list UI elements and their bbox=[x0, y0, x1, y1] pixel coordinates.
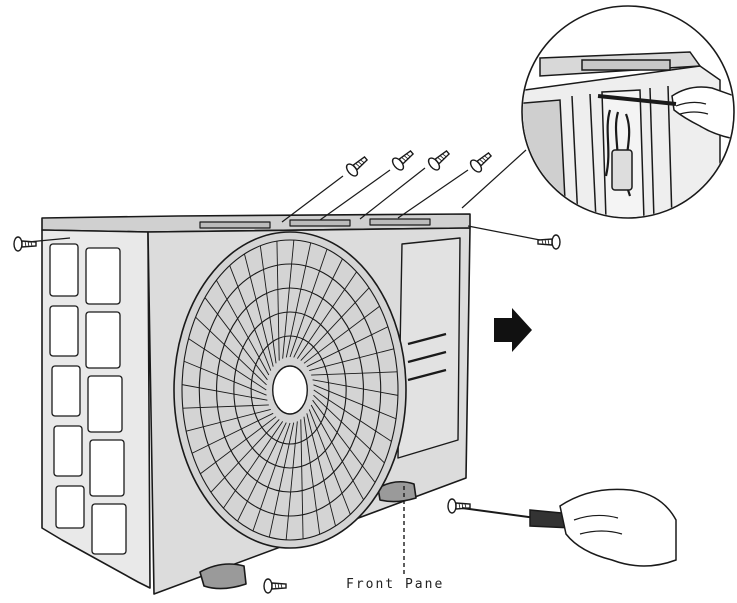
screw-icon bbox=[469, 151, 493, 173]
fan-guard-spoke bbox=[282, 240, 295, 359]
fan-guard-spoke bbox=[303, 416, 321, 535]
fan-guard-spoke bbox=[285, 421, 298, 540]
screw-icon bbox=[447, 498, 471, 514]
fan-guard-spoke bbox=[313, 384, 397, 420]
fan-guard-spoke bbox=[204, 297, 268, 381]
fan-guard-spoke bbox=[200, 416, 277, 475]
fan-guard-spoke bbox=[259, 245, 277, 364]
fan-guard-spoke bbox=[313, 389, 392, 442]
fan-guard bbox=[173, 231, 407, 549]
fan-guard-spoke bbox=[312, 399, 376, 483]
screwdriver-with-hand bbox=[461, 488, 677, 567]
fan-guard-spoke bbox=[300, 287, 370, 361]
fan-guard-spoke bbox=[303, 305, 380, 364]
fan-guard-spoke bbox=[308, 409, 351, 515]
fan-guard-spoke bbox=[312, 379, 399, 396]
fan-guard-spoke bbox=[244, 253, 274, 367]
fan-guard-spoke bbox=[182, 404, 269, 409]
screw-icon bbox=[427, 149, 451, 171]
front-panel-label: Front Pane bbox=[346, 577, 444, 592]
screw-icon bbox=[391, 149, 415, 171]
unit-foot-right bbox=[377, 480, 417, 503]
fan-guard-spoke bbox=[195, 316, 267, 386]
top-tabs bbox=[199, 218, 431, 229]
fan-guard-spoke bbox=[309, 348, 394, 372]
fan-guard-spoke bbox=[183, 360, 267, 396]
fan-guard-spoke bbox=[276, 241, 280, 361]
fan-guard-spoke bbox=[289, 248, 328, 358]
fan-guard-spoke bbox=[311, 371, 398, 376]
arrow-right-icon bbox=[494, 308, 532, 352]
fan-guard-spoke bbox=[306, 326, 389, 368]
fan-hub bbox=[272, 365, 308, 415]
fan-guard-spoke bbox=[186, 408, 271, 432]
fan-guard-spoke bbox=[191, 412, 274, 454]
fan-guard-ring bbox=[233, 311, 347, 469]
fan-guard-spoke bbox=[313, 394, 385, 464]
service-cover bbox=[397, 237, 461, 459]
fan-guard-spoke bbox=[306, 413, 336, 527]
hand-icon bbox=[559, 488, 677, 567]
fan-guard-spoke bbox=[310, 404, 364, 501]
fan-guard-ring bbox=[181, 239, 399, 541]
fan-guard-spoke bbox=[300, 419, 304, 539]
side-grille bbox=[49, 243, 127, 555]
service-cover-slots bbox=[407, 332, 447, 382]
fan-guard-spoke bbox=[210, 419, 280, 493]
fan-guard-spoke bbox=[188, 338, 267, 391]
fan-guard-spoke bbox=[229, 265, 272, 371]
fan-guard-spoke bbox=[285, 242, 312, 358]
fan-guard-spoke bbox=[268, 422, 295, 538]
fan-guard-ring bbox=[198, 263, 382, 517]
fan-guard-spoke bbox=[223, 421, 284, 509]
fan-guard-ring bbox=[250, 335, 330, 445]
fan-guard-ring bbox=[216, 287, 364, 493]
screwdriver-icon bbox=[597, 94, 677, 106]
fan-guard-spoke bbox=[216, 279, 270, 376]
screw-icon bbox=[13, 236, 37, 252]
fan-guard-spoke bbox=[237, 422, 287, 522]
fan-guard-spoke bbox=[252, 422, 291, 532]
detail-inset bbox=[521, 5, 735, 219]
fan-guard-spoke bbox=[181, 384, 268, 401]
screw-icon bbox=[345, 155, 369, 177]
fan-guard-spoke bbox=[296, 271, 357, 359]
unit-foot-front bbox=[199, 563, 247, 590]
screw-icon bbox=[263, 578, 287, 594]
fan-guard-spoke bbox=[293, 258, 343, 358]
screw-leader-lines bbox=[27, 149, 541, 243]
screw-icon bbox=[537, 234, 561, 250]
